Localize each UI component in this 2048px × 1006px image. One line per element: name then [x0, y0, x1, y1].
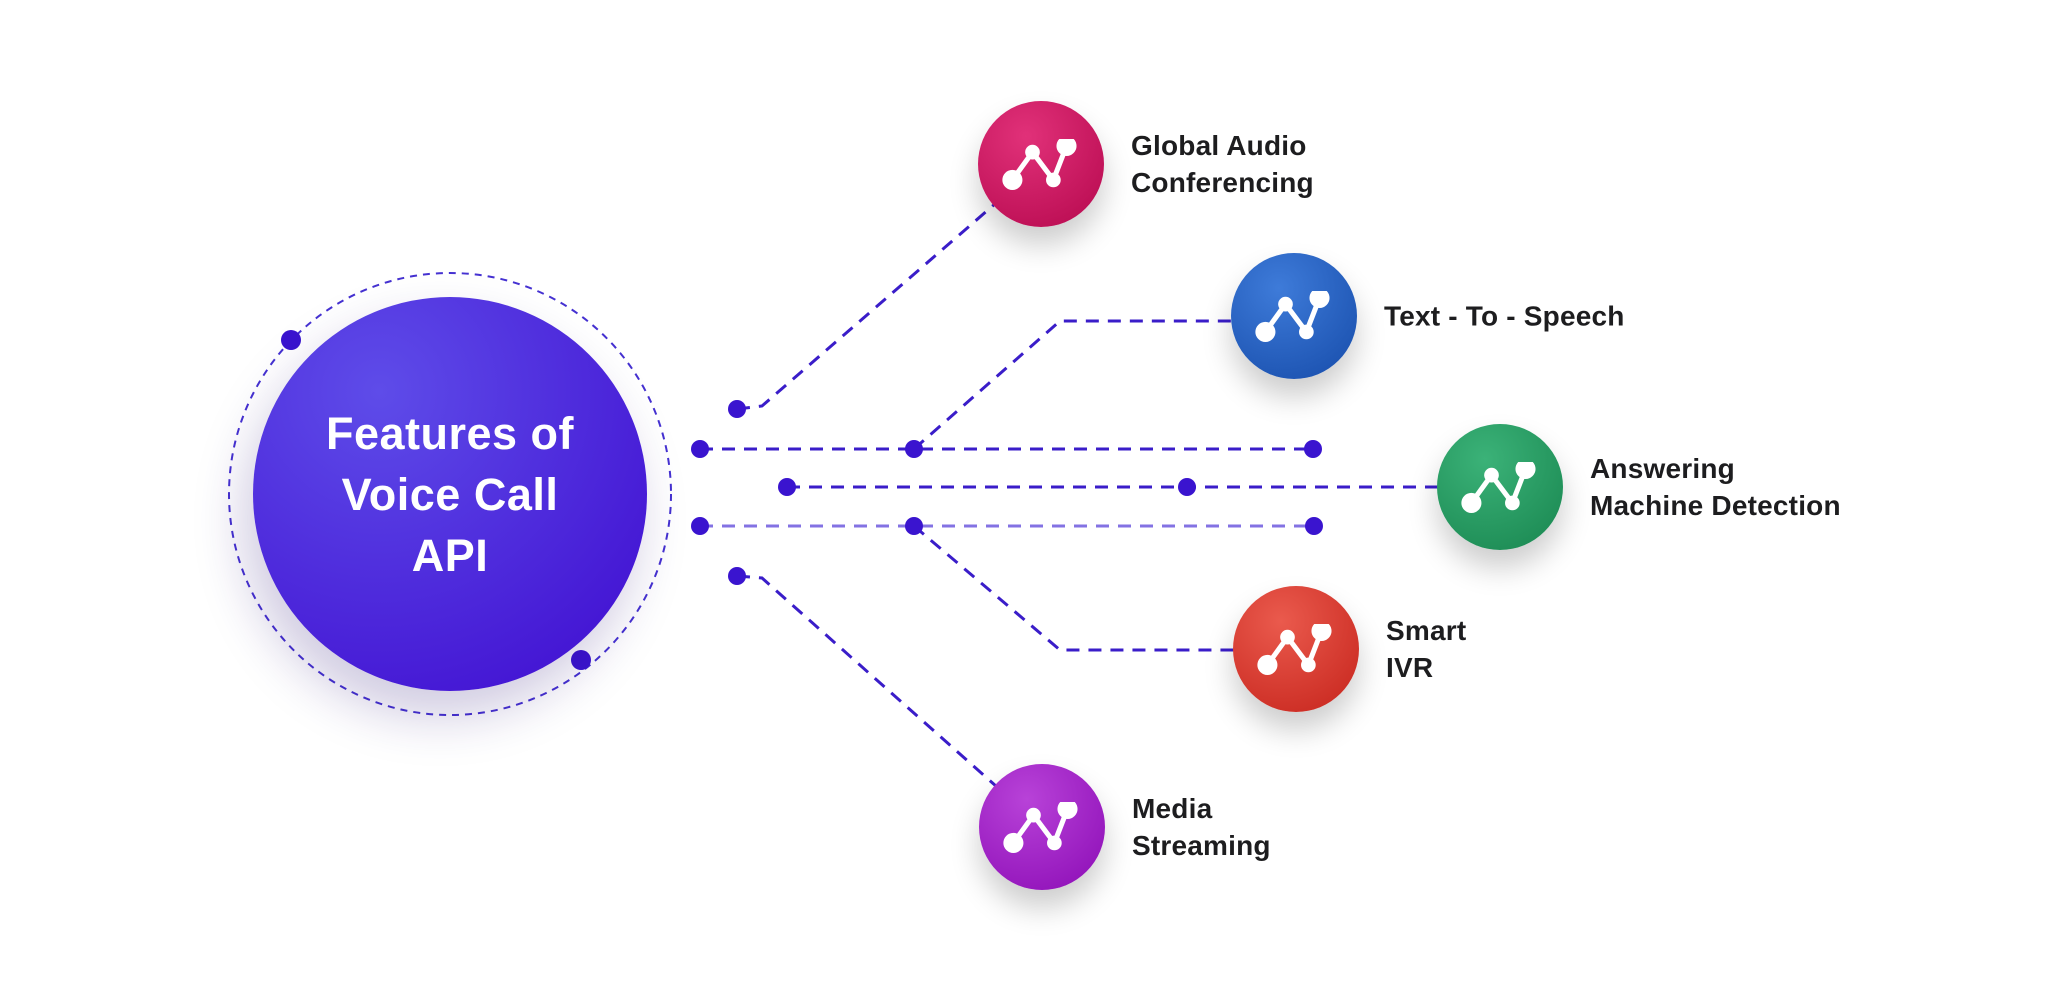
feature-label-line: Media — [1132, 793, 1213, 824]
pulse-graph-icon — [1257, 623, 1332, 675]
feature-label-line: Answering — [1590, 453, 1735, 484]
feature-label-text-to-speech: Text - To - Speech — [1384, 298, 1625, 335]
ring-dot — [571, 650, 591, 670]
feature-label-line: Machine Detection — [1590, 490, 1841, 521]
connector-dot — [1305, 517, 1323, 535]
connector-dot — [691, 440, 709, 458]
connector-dot — [905, 440, 923, 458]
central-dashed-ring — [228, 272, 672, 716]
ring-dot — [281, 330, 301, 350]
diagram-title-line: Voice Call — [341, 468, 559, 520]
connector-dot — [728, 400, 746, 418]
pulse-graph-icon — [1003, 801, 1078, 853]
connector-dot — [778, 478, 796, 496]
connector-dot — [905, 517, 923, 535]
feature-label-line: Streaming — [1132, 830, 1271, 861]
pulse-graph-icon — [1255, 290, 1330, 342]
pulse-graph-icon — [1461, 461, 1536, 513]
feature-circle-answering-machine-detection — [1437, 424, 1563, 550]
feature-circle-text-to-speech — [1231, 253, 1357, 379]
feature-circle-global-audio-conferencing — [978, 101, 1104, 227]
feature-label-line: Conferencing — [1131, 167, 1314, 198]
pulse-graph-icon — [1002, 138, 1077, 190]
diagram-title-line: Features of — [325, 407, 575, 459]
feature-label-line: Smart — [1386, 615, 1467, 646]
diagram-title-line: API — [411, 529, 489, 581]
feature-circle-media-streaming — [979, 764, 1105, 890]
connector-dot — [1304, 440, 1322, 458]
connector-dot — [691, 517, 709, 535]
connector-dot — [728, 567, 746, 585]
feature-label-line: IVR — [1386, 652, 1434, 683]
feature-circle-smart-ivr — [1233, 586, 1359, 712]
feature-label-line: Text - To - Speech — [1384, 300, 1625, 332]
feature-label-line: Global Audio — [1131, 130, 1307, 161]
connector-dot — [1178, 478, 1196, 496]
